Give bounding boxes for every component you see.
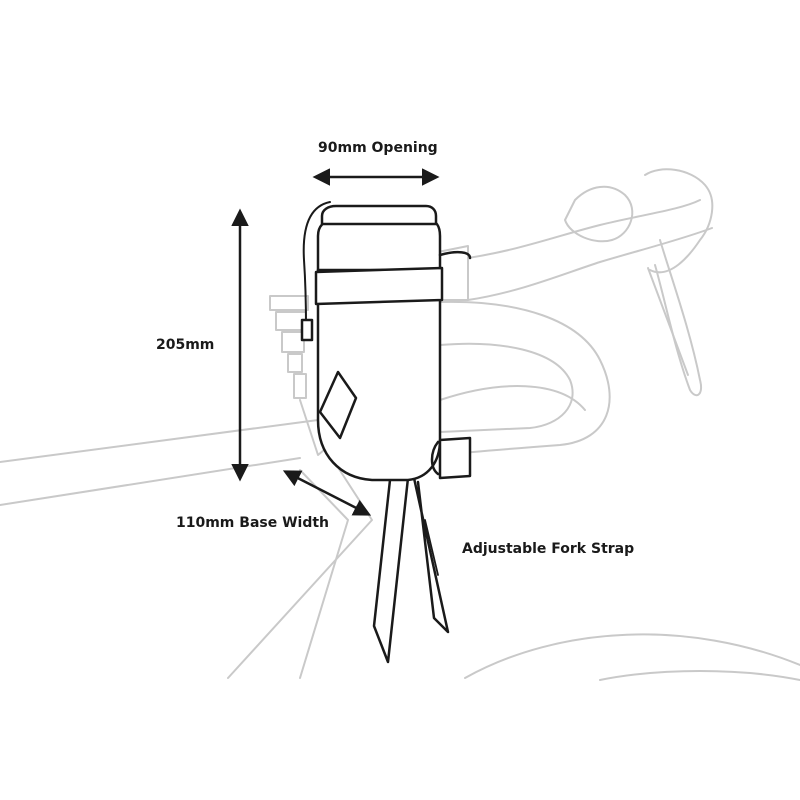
fork-strap-detail: [424, 519, 439, 576]
bag-collar: [316, 218, 442, 272]
fork-strap-left: [372, 476, 410, 664]
bar-strap-upper: [438, 250, 472, 260]
front-wheel: [464, 633, 800, 679]
handlebar-top: [467, 199, 701, 259]
stem-bag: [300, 201, 472, 664]
drawcord: [302, 201, 331, 327]
dimension-arrows: [231, 168, 440, 516]
base-width-arrow: [282, 470, 372, 516]
top-tube: [0, 419, 319, 463]
top-tube-lower-edge: [0, 457, 301, 506]
bicycle-frame: [0, 168, 800, 681]
bag-strap-band: [314, 266, 444, 306]
headset-spacers: [269, 295, 309, 399]
diamond-patch: [318, 370, 358, 440]
handlebar-top-lower: [467, 227, 713, 301]
handlebar-drop-outer: [439, 300, 611, 456]
bar-tape-end: [438, 436, 472, 480]
drawcord-toggle: [300, 318, 314, 342]
handlebar-drop-inner: [439, 342, 574, 433]
height-dimension-label: 205mm: [156, 337, 215, 353]
fork-strap-label: Adjustable Fork Strap: [462, 541, 635, 557]
brake-hood-right: [644, 168, 714, 274]
bag-lid: [320, 204, 438, 226]
front-wheel-inner: [599, 670, 800, 681]
bar-strap-lower: [430, 440, 454, 476]
stem: [437, 245, 469, 301]
brake-lever-inner: [647, 267, 689, 376]
handlebar-drop-curve: [439, 385, 586, 411]
base-width-dimension-label: 110mm Base Width: [176, 515, 330, 531]
fork-strap-right: [412, 476, 450, 634]
opening-dimension-label: 90mm Opening: [318, 140, 438, 156]
brake-hood-left: [564, 185, 634, 243]
brake-lever: [654, 239, 702, 397]
down-tube: [227, 454, 373, 679]
